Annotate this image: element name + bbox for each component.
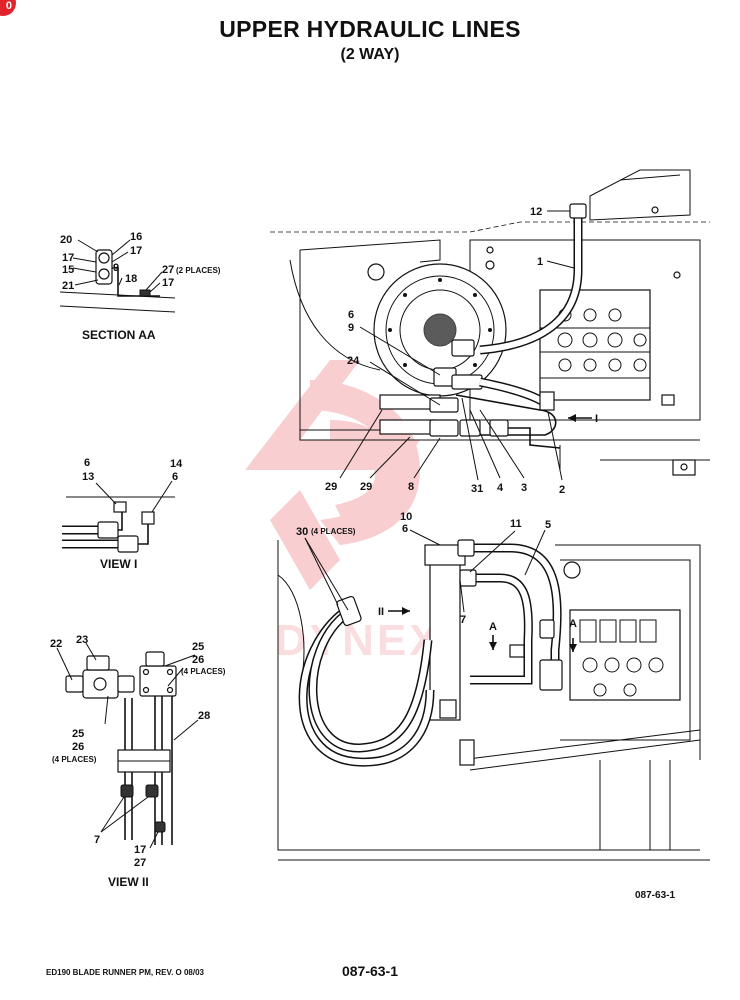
callout-7: 7	[94, 834, 100, 846]
callout-13: 13	[82, 471, 94, 483]
callout-23: 23	[76, 634, 88, 646]
corner-badge: 0	[0, 0, 16, 16]
callout-17: 17	[62, 252, 74, 264]
callout-2: 2	[559, 484, 565, 496]
callout-15: 15	[62, 264, 74, 276]
callout-6: 6	[84, 457, 90, 469]
view-i-caption: VIEW I	[100, 557, 137, 571]
callout-note: (4 PLACES)	[311, 527, 356, 536]
callout-29: 29	[360, 481, 372, 493]
callout-12: 12	[530, 206, 542, 218]
callout-16: 16	[130, 231, 142, 243]
callout-1: 1	[537, 256, 543, 268]
callout-27: 27	[162, 264, 174, 276]
callout-18: 18	[125, 273, 137, 285]
page-title: UPPER HYDRAULIC LINES	[219, 16, 521, 42]
main-bottom-drawing	[277, 529, 710, 861]
callout-9: 9	[348, 322, 354, 334]
callout-5: 5	[545, 519, 551, 531]
view-i-drawing	[62, 480, 175, 553]
section-aa-drawing	[59, 239, 176, 313]
callout-27: 27	[134, 857, 146, 869]
callout-17: 17	[134, 844, 146, 856]
callout-8: 8	[408, 481, 414, 493]
callout-26: 26	[72, 741, 84, 753]
callout-4: 4	[497, 482, 504, 494]
view-ii-drawing	[56, 642, 199, 849]
view-ii-marker: II	[378, 606, 384, 618]
callout-7: 7	[460, 614, 466, 626]
callout-10: 10	[400, 511, 412, 523]
callout-note: (4 PLACES)	[52, 755, 97, 764]
callout-25: 25	[192, 641, 204, 653]
callout-3: 3	[521, 482, 527, 494]
view-ii-caption: VIEW II	[108, 875, 149, 889]
callout-21: 21	[62, 280, 74, 292]
callout-9: 9	[113, 262, 119, 274]
callout-24: 24	[347, 355, 360, 367]
figure-id: 087-63-1	[635, 890, 676, 901]
view-i-marker: I	[595, 413, 598, 425]
section-aa-caption: SECTION AA	[82, 328, 156, 342]
footer-revision: ED190 BLADE RUNNER PM, REV. O 08/03	[46, 968, 204, 977]
callout-6: 6	[402, 523, 408, 535]
callout-31: 31	[471, 483, 483, 495]
footer-page-number: 087-63-1	[341, 963, 399, 979]
callout-note: (4 PLACES)	[181, 667, 226, 676]
callout-29: 29	[325, 481, 337, 493]
callout-28: 28	[198, 710, 210, 722]
callout-26: 26	[192, 654, 204, 666]
section-a-marker: A	[489, 621, 497, 633]
watermark-text: DYNEX	[275, 616, 442, 665]
callout-6: 6	[348, 309, 354, 321]
page-subtitle: (2 WAY)	[340, 46, 400, 63]
callout-note: (2 PLACES)	[176, 266, 221, 275]
callout-20: 20	[60, 234, 72, 246]
callout-22: 22	[50, 638, 62, 650]
callout-14: 14	[170, 458, 183, 470]
main-top-drawing	[270, 169, 710, 481]
callout-6: 6	[172, 471, 178, 483]
callout-11: 11	[510, 518, 522, 530]
callout-17: 17	[130, 245, 142, 257]
section-a-marker: A	[569, 618, 577, 630]
callout-30: 30	[296, 526, 308, 538]
callout-17: 17	[162, 277, 174, 289]
callout-25: 25	[72, 728, 84, 740]
